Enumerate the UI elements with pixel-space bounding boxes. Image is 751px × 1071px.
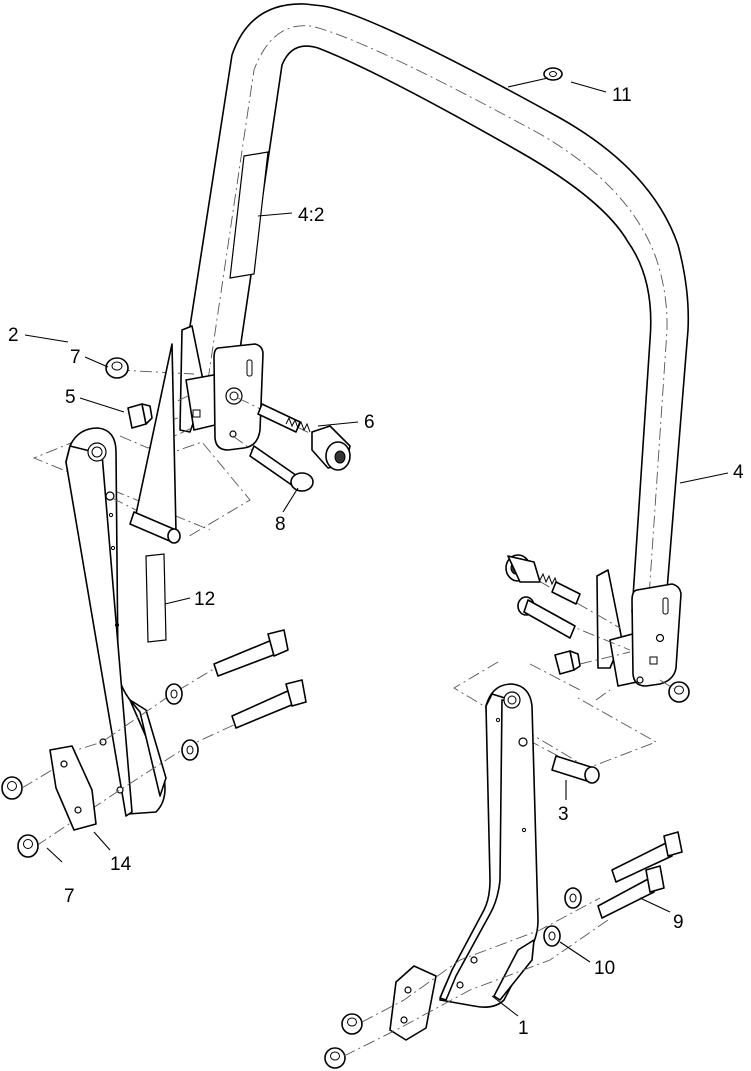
decal-12 [145,553,167,643]
callout-4-2: 4:2 [298,205,324,226]
nut-right-plate-upper [341,1013,363,1035]
left-plate-14 [1,745,97,858]
callout-7-top: 7 [70,347,81,368]
right-hardware [505,554,631,651]
callout-10: 10 [594,958,615,979]
decal-strip [229,151,269,279]
callout-2: 2 [8,325,19,346]
callout-3: 3 [558,804,569,825]
callout-7-bottom: 7 [64,886,75,907]
callout-6: 6 [364,412,375,433]
nut-7-bottom [17,834,39,858]
nut-7-top [105,357,129,379]
callout-9: 9 [673,912,684,933]
left-upright-post [65,427,167,817]
callout-1: 1 [518,1018,529,1039]
clevis-pin-8 [290,472,314,492]
leader-lines [24,77,729,1017]
nut-right-plate-lower [324,1047,346,1069]
right-pivot-bracket [596,569,682,687]
roll-bar-upper-hoop [181,3,690,616]
callout-5: 5 [65,387,76,408]
spacer-tubes [111,343,600,784]
nut-right-hoop [668,681,690,703]
bumpers [127,395,631,675]
washer-left-upper [165,683,183,705]
washer-right-upper [564,887,582,909]
callout-8: 8 [275,514,286,535]
right-plate [324,897,609,1069]
right-upright-post [439,683,539,1008]
left-pivot-bracket [179,325,264,451]
washer-left-lower [181,739,199,761]
nuts [105,357,690,703]
callout-4: 4 [733,462,744,483]
washer-11 [543,67,563,81]
left-bolts [35,629,307,847]
callout-11: 11 [612,85,632,106]
callout-12: 12 [194,589,215,610]
left-hardware [232,397,351,492]
right-bolts [543,831,683,947]
nut-left-plate-upper [1,776,23,800]
washer-10 [543,925,561,947]
callout-14: 14 [110,854,132,875]
callout-labels: 11 4:2 7 5 6 8 2 12 4 3 14 7 9 10 1 [8,85,744,1039]
